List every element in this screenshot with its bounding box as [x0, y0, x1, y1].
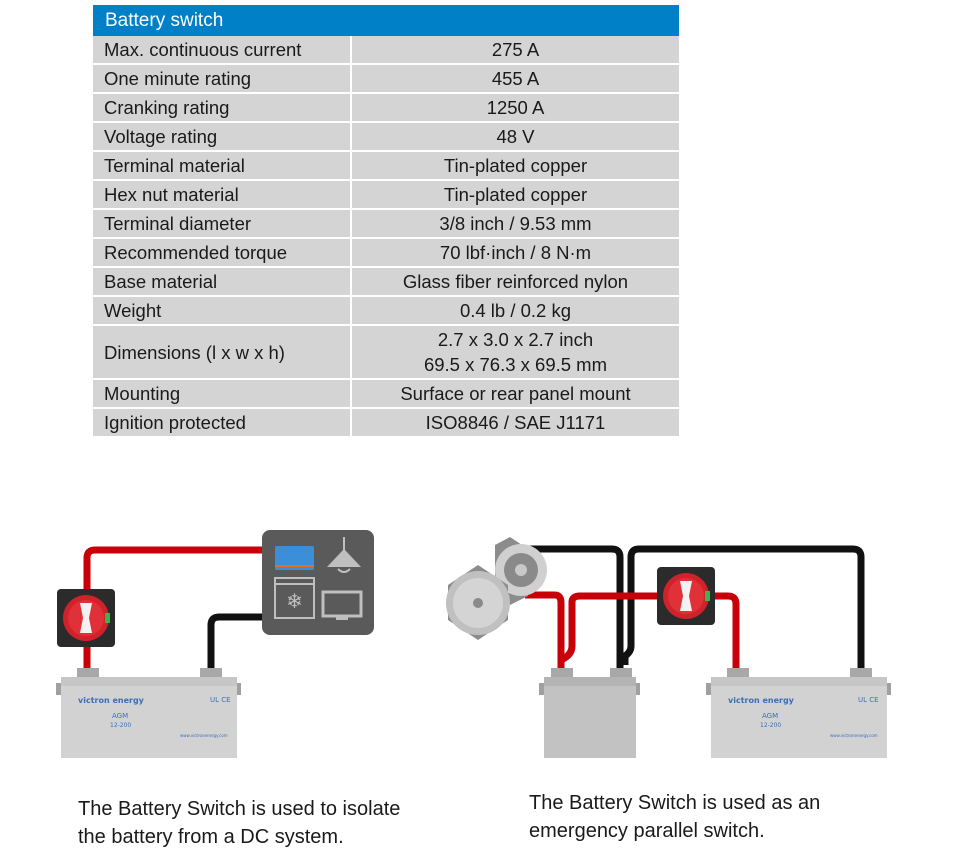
battery-model: 12-200 [110, 722, 131, 729]
battery-brand: victron energy [78, 696, 145, 705]
caption-line: the battery from a DC system. [78, 826, 344, 848]
battery-type: AGM [762, 712, 778, 720]
load-panel: ❄ [262, 530, 374, 635]
row-value-line2: 69.5 x 76.3 x 69.5 mm [423, 354, 608, 375]
starter-battery [539, 668, 640, 758]
row-label: Hex nut material [93, 180, 352, 210]
row-value: 70 lbf·inch / 8 N·m [351, 238, 679, 268]
row-label: Dimensions (l x w x h) [93, 325, 352, 380]
row-label: Max. continuous current [93, 36, 352, 65]
row-value: 2.7 x 3.0 x 2.7 inch 69.5 x 76.3 x 69.5 m… [351, 325, 679, 380]
row-label: Terminal diameter [93, 209, 352, 239]
fridge-icon: ❄ [274, 577, 315, 619]
battery-cert: UL CE [858, 696, 879, 704]
row-value: 1250 A [351, 93, 679, 123]
row-value: 0.4 lb / 0.2 kg [351, 296, 679, 326]
row-label: Cranking rating [93, 93, 352, 123]
battery-cert: UL CE [210, 696, 231, 704]
row-value: 455 A [351, 64, 679, 94]
caption-line: The Battery Switch is used as an [529, 792, 821, 814]
spec-table-header: Battery switch [93, 5, 679, 36]
caption-line: emergency parallel switch. [529, 820, 765, 842]
house-battery: victron energy UL CE AGM 12-200 www.vict… [706, 668, 891, 758]
tv-icon [321, 590, 363, 620]
row-label: Terminal material [93, 151, 352, 181]
row-label: Recommended torque [93, 238, 352, 268]
row-value: Glass fiber reinforced nylon [351, 267, 679, 297]
row-value: 3/8 inch / 9.53 mm [351, 209, 679, 239]
positive-cable-alternator [525, 591, 565, 672]
battery-switch[interactable] [57, 589, 115, 647]
isolation-diagram: ❄ victron energy UL CE AGM 12-200 www.vi… [56, 530, 374, 758]
row-label: One minute rating [93, 64, 352, 94]
positive-cable [83, 546, 265, 592]
table-row: Dimensions (l x w x h)2.7 x 3.0 x 2.7 in… [93, 325, 679, 380]
spec-table-title: Battery switch [105, 9, 224, 31]
row-value: ISO8846 / SAE J1171 [351, 408, 679, 438]
row-value: Surface or rear panel mount [351, 379, 679, 409]
battery-type: AGM [112, 712, 128, 720]
negative-cable-alternator [525, 545, 624, 675]
row-value: Tin-plated copper [351, 180, 679, 210]
positive-cable-second-battery [712, 592, 740, 672]
row-label: Weight [93, 296, 352, 326]
row-label: Base material [93, 267, 352, 297]
positive-cable-parallel [559, 592, 660, 664]
caption-line: The Battery Switch is used to isolate [78, 798, 401, 820]
negative-cable [207, 613, 265, 670]
battery-model: 12-200 [760, 722, 781, 729]
negative-cable-parallel [621, 545, 865, 672]
row-label: Voltage rating [93, 122, 352, 152]
caption-parallel: The Battery Switch is used as an emergen… [529, 789, 820, 845]
alternator-icon [446, 537, 547, 640]
row-value: Tin-plated copper [351, 151, 679, 181]
battery-brand: victron energy [728, 696, 795, 705]
parallel-diagram: victron energy UL CE AGM 12-200 www.vict… [446, 537, 891, 758]
battery-url: www.victronenergy.com [830, 733, 878, 738]
lamp-icon [327, 537, 361, 573]
row-value: 275 A [351, 36, 679, 65]
battery: victron energy UL CE AGM 12-200 www.vict… [56, 668, 241, 758]
svg-text:❄: ❄ [286, 589, 303, 613]
row-label: Mounting [93, 379, 352, 409]
row-label: Ignition protected [93, 408, 352, 438]
row-value-line1: 2.7 x 3.0 x 2.7 inch [437, 329, 594, 350]
inverter-icon [275, 546, 314, 570]
row-value: 48 V [351, 122, 679, 152]
caption-isolation: The Battery Switch is used to isolate th… [78, 795, 400, 851]
battery-url: www.victronenergy.com [180, 733, 228, 738]
battery-switch[interactable] [657, 567, 715, 625]
